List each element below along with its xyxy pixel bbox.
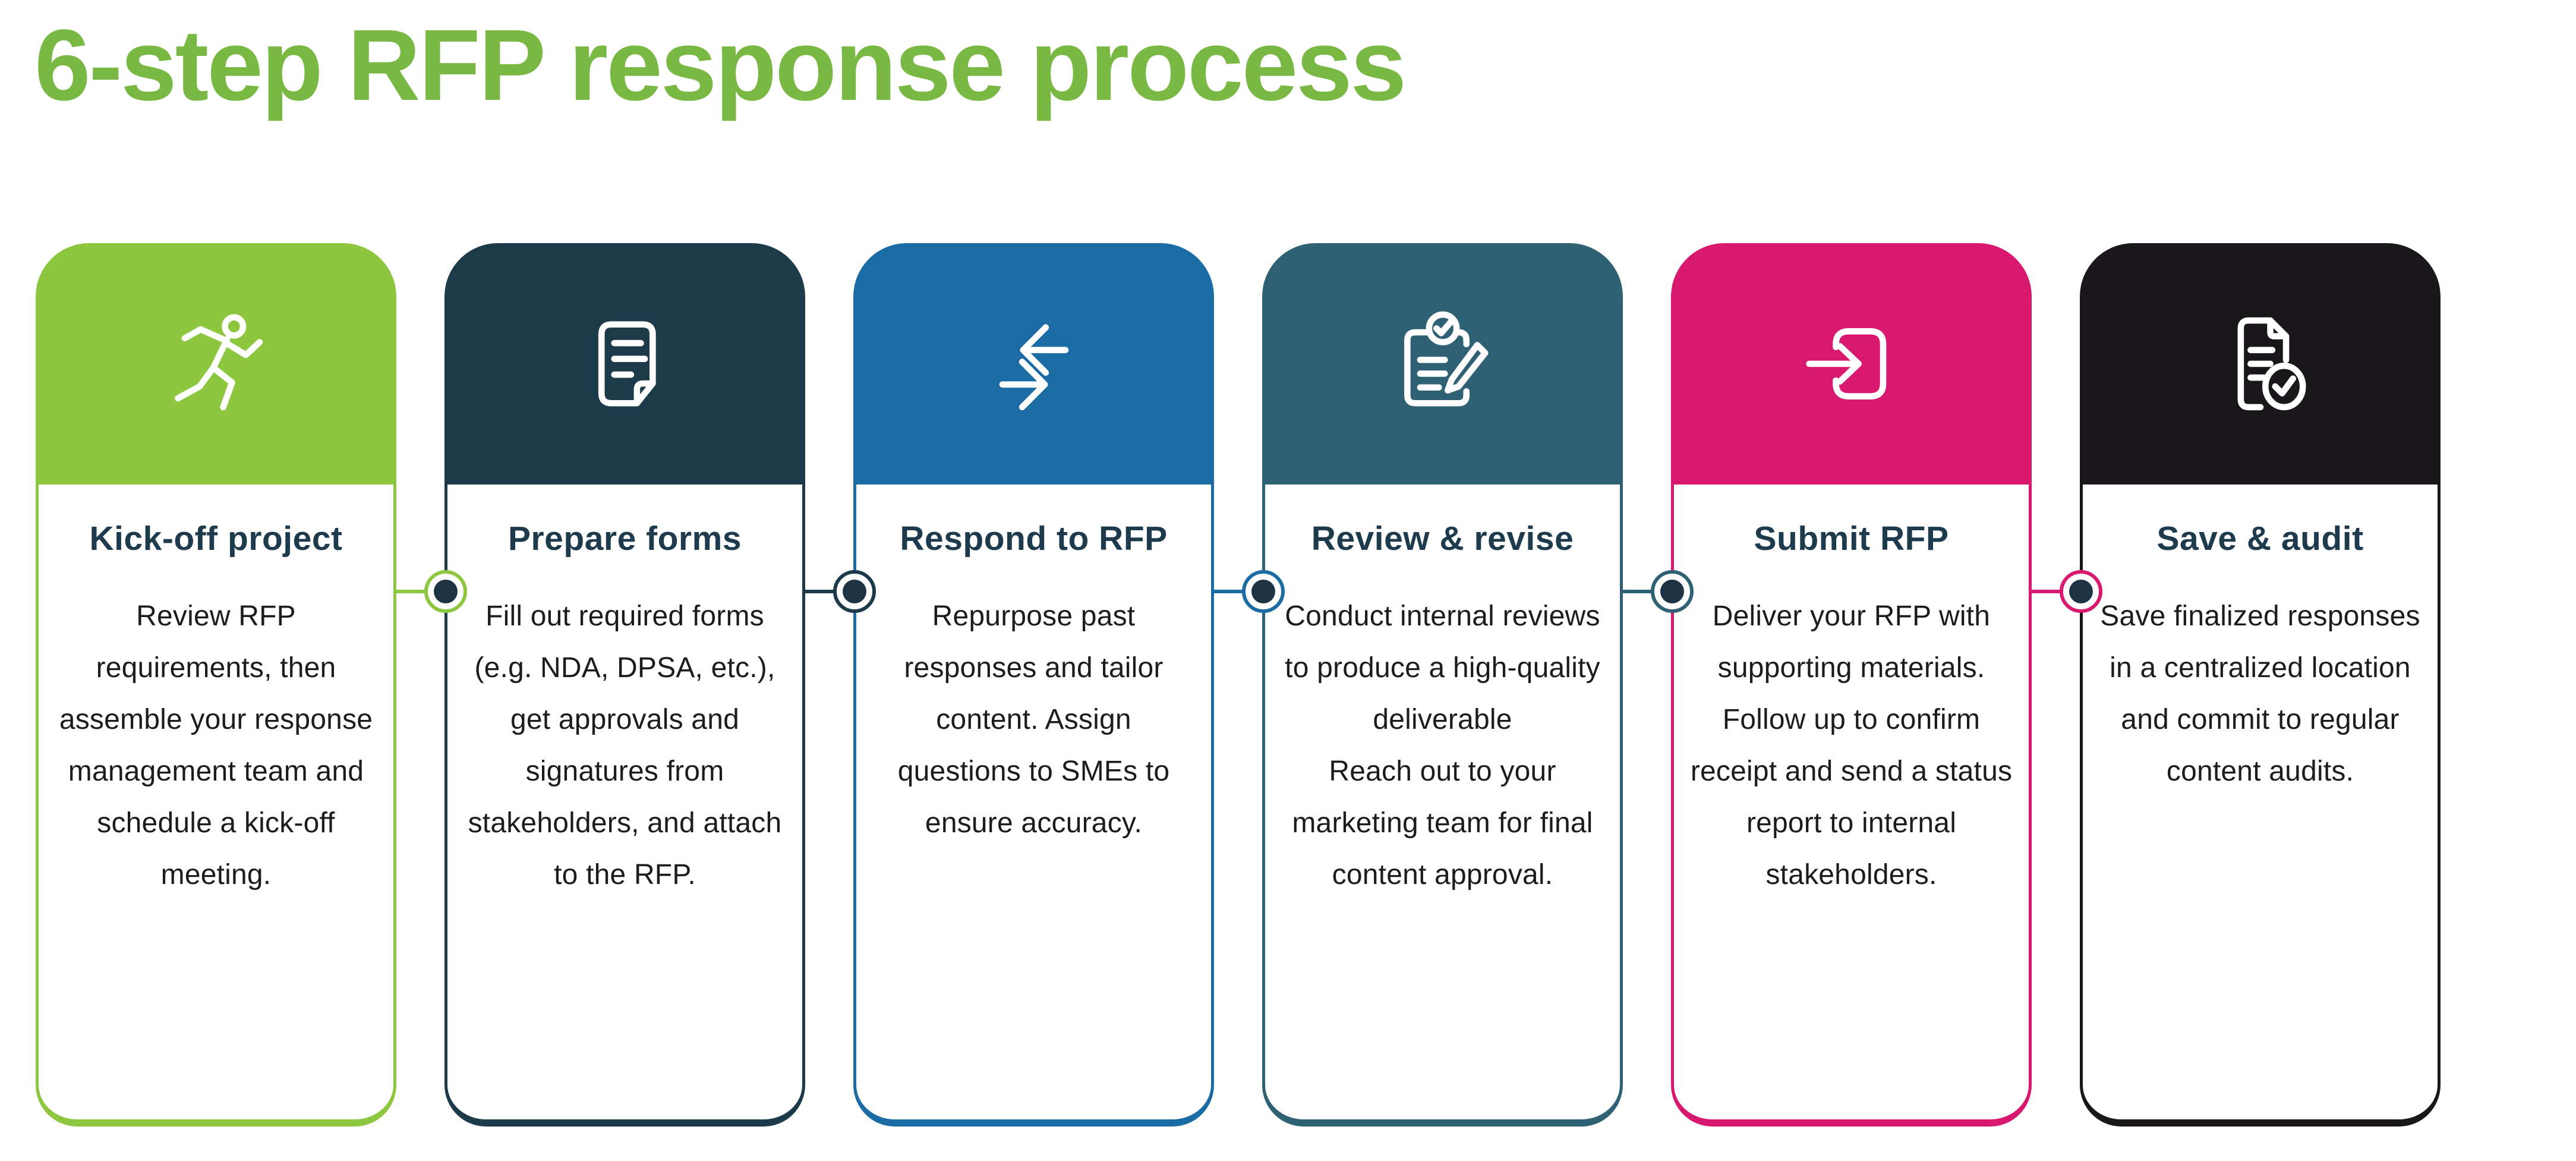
step-title: Prepare forms (507, 520, 742, 558)
connector-line (805, 590, 838, 593)
connector-line (396, 590, 429, 593)
step-title: Respond to RFP (900, 520, 1168, 558)
step-header (1671, 243, 2032, 484)
connector-line (1622, 590, 1656, 593)
step-card-kick-off: Kick-off project Review RFP requirements… (36, 243, 396, 1127)
step-title: Kick-off project (89, 520, 343, 558)
step-card-review-revise: Review & revise Conduct internal reviews… (1213, 243, 1623, 1127)
connector-ring (1242, 570, 1285, 613)
step-card-prepare-forms: Prepare forms Fill out required forms (e… (396, 243, 805, 1127)
step-card-respond: Respond to RFP Repurpose past responses … (805, 243, 1214, 1127)
step-card-save-audit: Save & audit Save finalized responses in… (2031, 243, 2441, 1127)
step-title: Submit RFP (1754, 520, 1949, 558)
page-title: 6-step RFP response process (34, 9, 1407, 122)
step-header (853, 243, 1214, 484)
step-description: Deliver your RFP with supporting materia… (1690, 600, 2013, 891)
steps-row: Kick-off project Review RFP requirements… (36, 243, 2441, 1127)
connector-inner-dot (1251, 580, 1275, 603)
step-description: Review RFP requirements, then assemble y… (59, 600, 373, 891)
document-check-icon (2237, 317, 2306, 411)
connector-inner-dot (843, 580, 866, 603)
connector-inner-dot (1660, 580, 1684, 603)
connector-inner-dot (2069, 580, 2093, 603)
step-header (2080, 243, 2441, 484)
transfer-arrows-icon (999, 324, 1068, 411)
step-title: Save & audit (2156, 520, 2364, 558)
step-body: Review & revise Conduct internal reviews… (1262, 484, 1623, 1127)
document-icon (598, 321, 656, 407)
connector-line (1213, 590, 1247, 593)
connector-line (2031, 590, 2064, 593)
step-body: Save & audit Save finalized responses in… (2080, 484, 2441, 1127)
connector-inner-dot (434, 580, 458, 603)
step-description: Repurpose past responses and tailor cont… (897, 600, 1170, 839)
submit-arrow-icon (1805, 328, 1886, 399)
step-body: Submit RFP Deliver your RFP with support… (1671, 484, 2032, 1127)
step-title: Review & revise (1311, 520, 1574, 558)
step-header (444, 243, 805, 484)
review-checklist-icon (1404, 311, 1489, 407)
connector-ring (833, 570, 876, 613)
step-body: Kick-off project Review RFP requirements… (36, 484, 396, 1127)
step-description: Save finalized responses in a centralize… (2100, 600, 2420, 787)
step-header (1262, 243, 1623, 484)
step-description: Conduct internal reviews to produce a hi… (1285, 600, 1600, 891)
step-body: Prepare forms Fill out required forms (e… (444, 484, 805, 1127)
runner-icon (174, 314, 263, 411)
step-description: Fill out required forms (e.g. NDA, DPSA,… (468, 600, 782, 891)
step-body: Respond to RFP Repurpose past responses … (853, 484, 1214, 1127)
step-header (36, 243, 396, 484)
step-card-submit: Submit RFP Deliver your RFP with support… (1622, 243, 2032, 1127)
